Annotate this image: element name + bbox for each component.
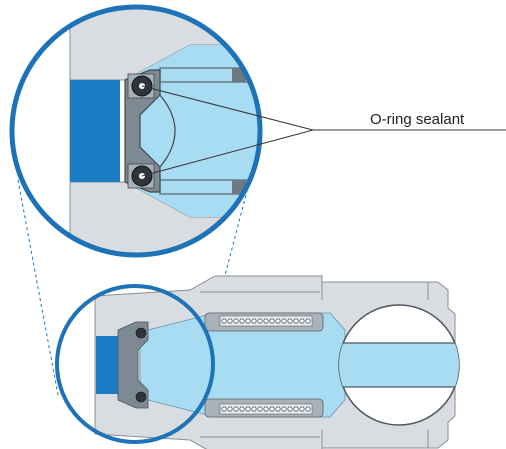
spring-coil: [269, 318, 275, 324]
spring-coil: [221, 406, 227, 412]
spring-coils-top: [221, 318, 311, 324]
spring-coil: [257, 406, 263, 412]
spring-coil: [305, 318, 311, 324]
small-zoom-circle: [55, 284, 215, 444]
zoom-projection-lines: [17, 171, 253, 396]
spring-coil: [221, 318, 227, 324]
ball-valve: [338, 304, 460, 426]
spring-coil: [263, 318, 269, 324]
spring-coil: [239, 318, 245, 324]
o-ring-icon: [135, 327, 147, 339]
large-zoom-circle: [9, 4, 263, 258]
spring-coil: [245, 406, 251, 412]
spring-coil: [245, 318, 251, 324]
spring-coil: [227, 406, 233, 412]
spring-coil: [299, 406, 305, 412]
spring-coil: [305, 406, 311, 412]
spring-coil: [293, 318, 299, 324]
spring-coil: [251, 318, 257, 324]
magnified-view: [12, 7, 260, 255]
spring-coil: [227, 318, 233, 324]
spring-coil: [299, 318, 305, 324]
spring-coil: [233, 406, 239, 412]
spring-coil: [287, 406, 293, 412]
spring-coil: [281, 406, 287, 412]
spring-coil: [263, 406, 269, 412]
spring-coil: [251, 406, 257, 412]
o-ring-icon: [135, 391, 147, 403]
spring-coil: [239, 406, 245, 412]
callout-leader-lines: [141, 85, 506, 177]
o-ring-sealant-label: O-ring sealant: [370, 111, 465, 128]
spring-coil: [287, 318, 293, 324]
spring-coil: [269, 406, 275, 412]
spring-coil: [275, 318, 281, 324]
spring-coil: [293, 406, 299, 412]
spring-coils-bottom: [221, 406, 311, 412]
spring-coil: [275, 406, 281, 412]
spring-coil: [233, 318, 239, 324]
spring-coil: [257, 318, 263, 324]
spring-coil: [281, 318, 287, 324]
